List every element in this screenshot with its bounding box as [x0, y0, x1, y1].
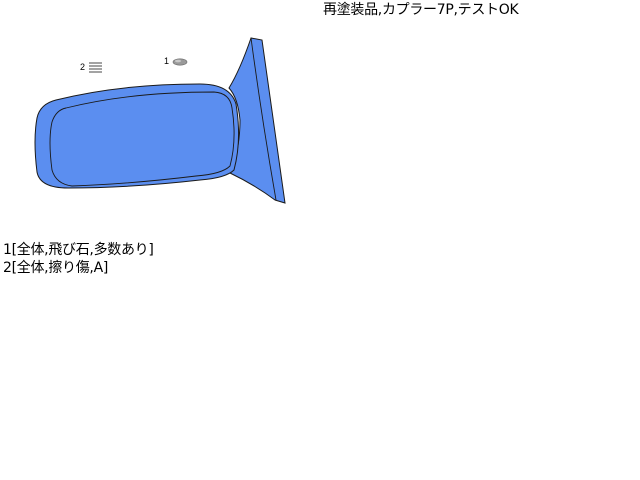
header-note: 再塗装品,カプラー7P,テストOK: [323, 2, 519, 18]
mirror-arm-edge: [250, 37, 277, 201]
mirror-diagram: 1 2: [34, 37, 286, 204]
damage-item-2: 2[全体,擦り傷,A]: [3, 260, 109, 276]
mirror-housing: [34, 83, 240, 189]
damage-list: 1[全体,飛び石,多数あり] 2[全体,擦り傷,A]: [3, 241, 154, 277]
mirror-glass-outline: [49, 91, 235, 187]
damage-item-1: 1[全体,飛び石,多数あり]: [3, 242, 154, 258]
scratch-lines-icon: [89, 62, 102, 73]
marker-1-number: 1: [164, 56, 169, 66]
mirror-arm: [228, 37, 286, 204]
marker-2-number: 2: [80, 62, 85, 72]
stone-chip-icon: [172, 58, 188, 66]
